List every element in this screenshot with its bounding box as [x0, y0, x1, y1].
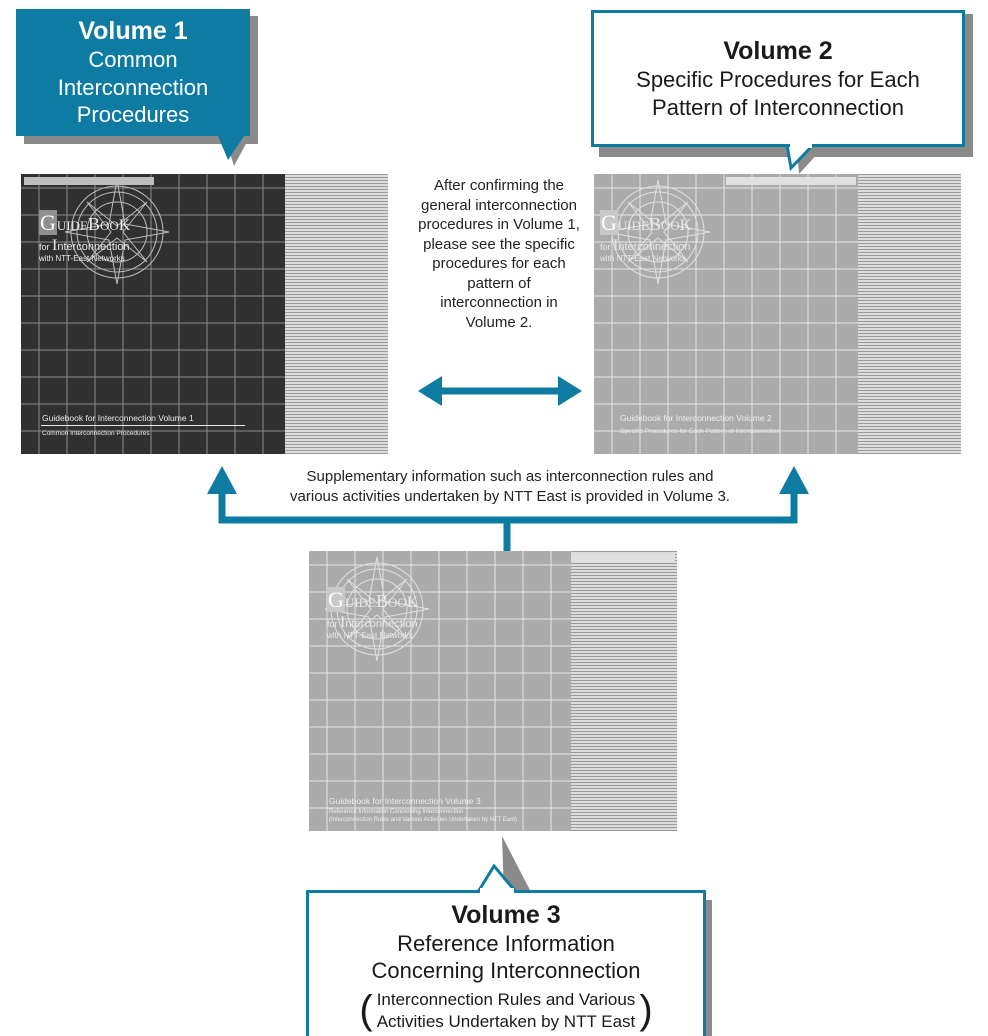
volume2-cover-logo: GUIDEBOOK for Interconnection with NTT-E…	[600, 210, 692, 263]
volume2-cover: GUIDEBOOK for Interconnection with NTT-E…	[594, 174, 961, 454]
double-arrow-icon	[418, 376, 582, 406]
volume1-cover-title: Guidebook for Interconnection Volume 1	[42, 413, 194, 423]
volume1-cover: GUIDEBOOK for Interconnection with NTT-E…	[21, 174, 388, 454]
supplementary-note-line2: various activities undertaken by NTT Eas…	[290, 488, 730, 505]
volume3-cover: GUIDEBOOK for Interconnection with NTT-E…	[309, 551, 677, 831]
volume3-paren-line1: Interconnection Rules and Various	[376, 989, 636, 1009]
volume3-subtitle-line2: Concerning Interconnection	[371, 958, 641, 984]
volume2-subtitle-line1: Specific Procedures for Each	[636, 67, 920, 92]
volume2-callout: Volume 2 Specific Procedures for Each Pa…	[585, 0, 988, 180]
volume1-title: Volume 1	[78, 17, 188, 46]
supplementary-note: Supplementary information such as interc…	[240, 467, 780, 507]
compass-rose-icon	[64, 179, 170, 285]
volume2-callout-pointer	[785, 143, 821, 174]
volume3-cover-title: Guidebook for Interconnection Volume 3	[329, 796, 481, 806]
volume1-cover-grid	[21, 174, 285, 454]
volume3-callout: Volume 3 Reference Information Concernin…	[300, 826, 720, 1036]
volume3-cover-subtitle1: Reference Information Concerning Interco…	[329, 809, 464, 815]
volume1-subtitle-line2: Procedures	[76, 102, 190, 128]
arrow-up-icon	[207, 466, 237, 494]
volume1-callout: Volume 1 Common Interconnection Procedur…	[0, 0, 260, 180]
volume3-paren-line2: Activities Undertaken by NTT East	[376, 1012, 636, 1031]
volume1-cover-logo: GUIDEBOOK for Interconnection with NTT-E…	[39, 210, 131, 263]
open-paren-icon: (	[359, 988, 373, 1032]
volume3-title: Volume 3	[451, 900, 561, 929]
volume3-cover-subtitle2: (Interconnection Rules and Various Activ…	[329, 817, 517, 823]
volume2-cover-grid	[594, 174, 858, 454]
volume2-title: Volume 2	[723, 37, 833, 65]
arrow-up-icon	[779, 466, 809, 494]
middle-note: After confirming the general interconnec…	[418, 177, 580, 331]
volume1-cover-subtitle: Common Interconnection Procedures	[42, 430, 150, 437]
connector-arrows	[207, 466, 809, 556]
volume2-subtitle-line2: Pattern of Interconnection	[652, 94, 904, 120]
volume3-parenthetical: ( Interconnection Rules and Various Acti…	[359, 987, 652, 1033]
supplementary-note-line1: Supplementary information such as interc…	[306, 468, 714, 485]
volume3-cover-grid	[309, 551, 571, 831]
volume2-cover-subtitle: Specific Procedures for Each Pattern of …	[620, 428, 781, 435]
volume2-cover-title: Guidebook for Interconnection Volume 2	[620, 413, 772, 423]
volume3-callout-pointer	[475, 836, 532, 894]
compass-rose-icon	[324, 556, 430, 662]
close-paren-icon: )	[639, 988, 653, 1032]
volume1-subtitle-line1: Common Interconnection	[57, 47, 209, 100]
volume1-callout-pointer	[218, 136, 248, 166]
volume3-cover-logo: GUIDEBOOK for Interconnection with NTT-E…	[327, 587, 419, 640]
volume3-subtitle-line1: Reference Information	[397, 930, 615, 956]
